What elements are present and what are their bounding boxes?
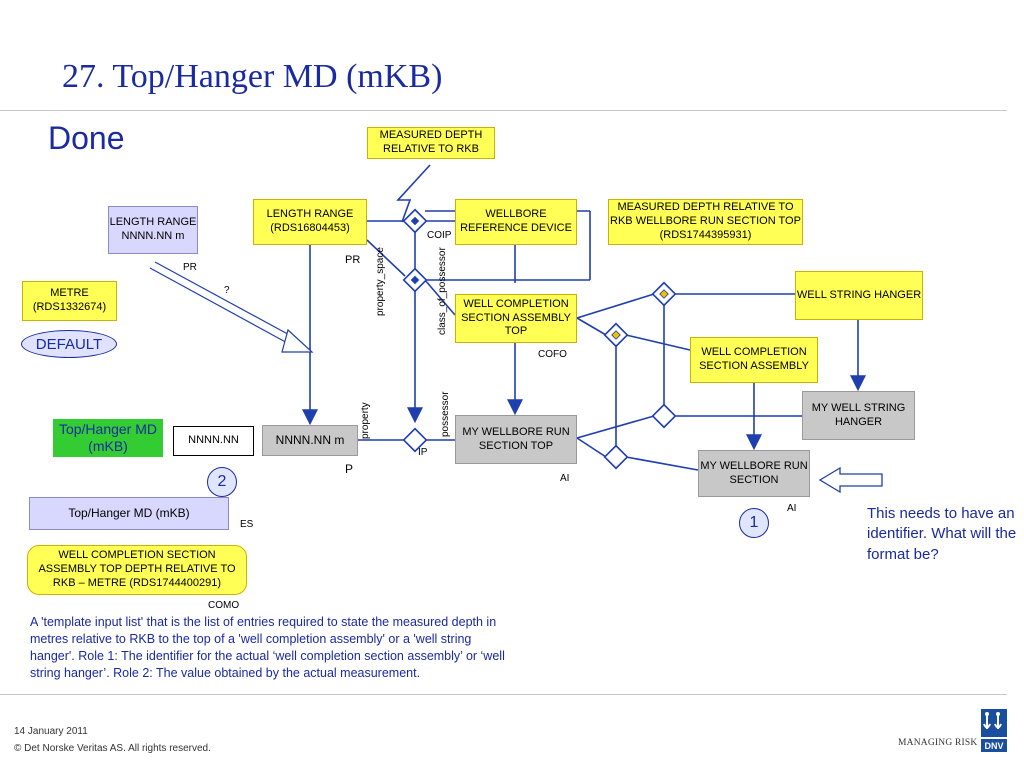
nnnn-value-box: NNNN.NN [173, 426, 254, 456]
ai-label-1: AI [560, 473, 570, 484]
coip-label: COIP [427, 230, 452, 241]
length-range-rds-box: LENGTH RANGE (RDS16804453) [253, 199, 367, 245]
tagline: MANAGING RISK [898, 738, 978, 748]
wellbore-reference-device-box: WELLBORE REFERENCE DEVICE [455, 199, 577, 245]
arrow-head [281, 328, 314, 353]
my-wellbore-run-section-top-box: MY WELLBORE RUN SECTION TOP [455, 415, 577, 464]
ip-label: IP [418, 447, 428, 458]
measured-depth-rkb-box: MEASURED DEPTH RELATIVE TO RKB [367, 127, 495, 159]
lightning-connector [396, 164, 431, 223]
metre-box: METRE (RDS1332674) [22, 281, 117, 321]
possessor-label: possessor [440, 391, 451, 437]
status-heading: Done [48, 120, 125, 156]
well-completion-section-assembly-top-box: WELL COMPLETION SECTION ASSEMBLY TOP [455, 294, 577, 343]
length-range-nnnn-box: LENGTH RANGE NNNN.NN m [108, 206, 198, 254]
pr-label-1: PR [345, 254, 361, 266]
dnv-logo: DNV [981, 709, 1007, 753]
property-label: property [360, 402, 371, 439]
question-label: ? [224, 285, 230, 296]
measured-depth-run-section-box: MEASURED DEPTH RELATIVE TO RKB WELLBORE … [608, 199, 803, 245]
title-divider [0, 110, 1007, 111]
property-space-label: property_space [375, 247, 386, 316]
footer-copyright: © Det Norske Veritas AS. All rights rese… [14, 743, 211, 754]
left-arrow-icon [818, 466, 883, 494]
well-completion-depth-box: WELL COMPLETION SECTION ASSEMBLY TOP DEP… [27, 545, 247, 595]
role-2-circle: 2 [207, 467, 237, 497]
nnnn-m-box: NNNN.NN m [262, 425, 358, 456]
class-of-possessor-label: class_of_possessor [437, 247, 448, 335]
top-hanger-lavender-box: Top/Hanger MD (mKB) [29, 497, 229, 530]
footer-date: 14 January 2011 [14, 726, 88, 737]
page-title: 27. Top/Hanger MD (mKB) [62, 58, 443, 95]
dnv-logo-icon: DNV [981, 709, 1007, 752]
description-text: A 'template input list' that is the list… [30, 615, 505, 680]
well-string-hanger-box: WELL STRING HANGER [795, 271, 923, 320]
top-hanger-green-box: Top/Hanger MD (mKB) [53, 419, 163, 457]
ai-label-2: AI [787, 503, 797, 514]
svg-text:DNV: DNV [984, 741, 1003, 751]
p-label: P [345, 462, 354, 476]
como-label: COMO [208, 600, 240, 611]
well-completion-section-assembly-box: WELL COMPLETION SECTION ASSEMBLY [690, 337, 818, 383]
pr-label-2: PR [183, 262, 197, 273]
my-wellbore-run-section-box: MY WELLBORE RUN SECTION [698, 450, 810, 497]
my-well-string-hanger-box: MY WELL STRING HANGER [802, 391, 915, 440]
relation-diamonds [402, 208, 677, 470]
default-badge: DEFAULT [21, 330, 117, 358]
footer-divider [0, 694, 1007, 695]
cofo-label: COFO [538, 349, 567, 360]
identifier-note: This needs to have an identifier. What w… [867, 505, 1017, 563]
es-label: ES [240, 519, 254, 530]
role-1-circle: 1 [739, 508, 769, 538]
